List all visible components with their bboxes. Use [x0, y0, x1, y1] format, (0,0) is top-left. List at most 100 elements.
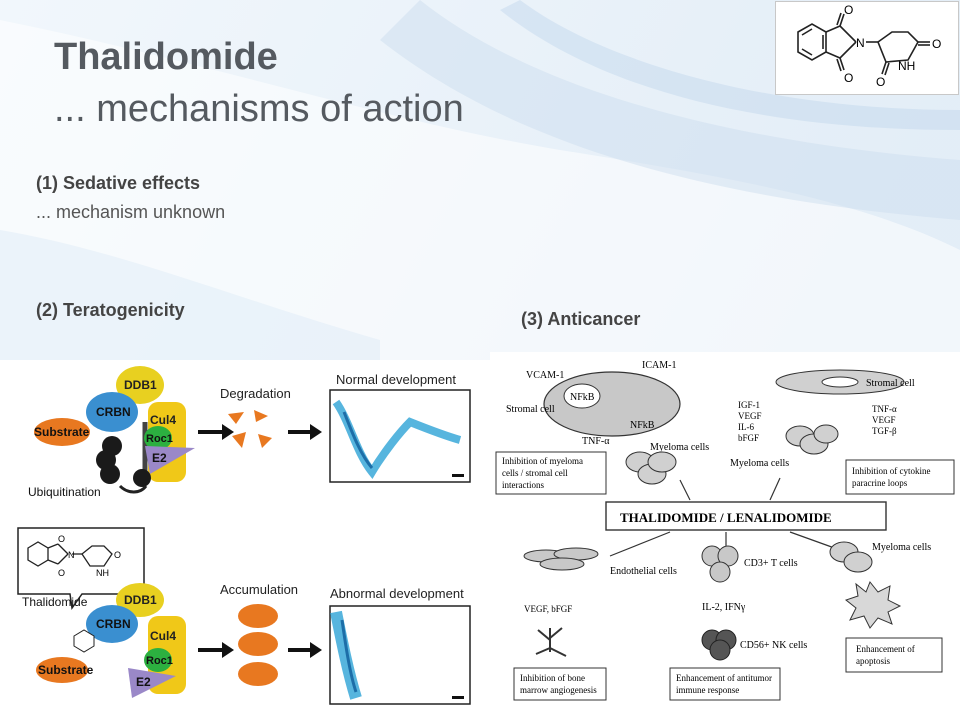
icam-label: ICAM-1 [642, 360, 676, 371]
callout-o2: O [58, 568, 65, 578]
thalidomide-label: Thalidomide [22, 595, 88, 609]
box-inhibition-myeloma-line3: interactions [502, 480, 544, 490]
degraded-fragments [228, 410, 272, 448]
accumulation-label: Accumulation [220, 582, 298, 597]
top-ddb1-shape [116, 366, 164, 404]
vegf-bfgf-label: VEGF, bFGF [524, 604, 572, 614]
cd56-label: CD56+ NK cells [740, 640, 807, 651]
cytokines-right: TNF-α VEGF TGF-β [872, 404, 897, 436]
box-apoptosis-line1: Enhancement of [856, 644, 915, 654]
box-inhibition-cytokine [845, 459, 955, 495]
center-drug-label: THALIDOMIDE / LENALIDOMIDE [620, 510, 832, 525]
top-ddb1-label: DDB1 [124, 378, 157, 392]
mol-nh: NH [898, 59, 915, 73]
slide-subtitle: ... mechanisms of action [54, 88, 464, 130]
degradation-label: Degradation [220, 386, 291, 401]
myeloma-cells-c [829, 541, 873, 573]
cd3-t-cells [701, 545, 739, 583]
bottom-substrate-label: Substrate [38, 663, 94, 677]
endothelial-cells [523, 547, 599, 571]
top-e2-label: E2 [152, 451, 167, 465]
thalidomide-structure-panel: O O N O NH O [775, 1, 959, 95]
bottom-cul4-label: Cul4 [150, 629, 176, 643]
cytokines-left: IGF-1 VEGF IL-6 bFGF [738, 400, 762, 443]
teratogenicity-figure: DDB1 CRBN Cul4 Substrate Roc1 E2 Ubiquit… [0, 362, 478, 720]
callout-o1: O [58, 534, 65, 544]
endothelial-label: Endothelial cells [610, 566, 677, 577]
svg-text:VEGF: VEGF [738, 411, 762, 421]
nucleus [563, 383, 601, 409]
cd3-label: CD3+ T cells [744, 558, 798, 569]
myeloma-cells-c-label: Myeloma cells [872, 542, 931, 553]
top-crbn-label: CRBN [96, 405, 131, 419]
box-inhibition-cytokine-line2: paracrine loops [852, 478, 908, 488]
normal-development-label: Normal development [336, 372, 456, 387]
box-antitumor-line2: immune response [676, 685, 739, 695]
top-roc1-label: Roc1 [146, 433, 173, 445]
apoptotic-cells-icon [844, 581, 902, 629]
box-apoptosis [845, 637, 943, 673]
vessel-icon [535, 627, 567, 657]
box-inhibition-myeloma-line1: Inhibition of myeloma [502, 456, 583, 466]
top-substrate-shape [34, 418, 90, 446]
ubiquitination-label: Ubiquitination [28, 485, 101, 499]
il2-label: IL-2, IFNγ [702, 602, 746, 613]
stromal-left-label: Stromal cell [506, 404, 555, 415]
tnfa-left-label: TNF-α [582, 436, 610, 447]
thalidomide-structure-icon: O O N O NH O [797, 3, 941, 89]
myeloma-cells-a [625, 451, 677, 485]
mol-n: N [856, 36, 865, 50]
svg-text:IL-6: IL-6 [738, 422, 754, 432]
nfkb-label-1: NFkB [570, 392, 595, 403]
box-bone-line1: Inhibition of bone [520, 673, 585, 683]
stromal-cell-left [543, 371, 681, 437]
vcam-label: VCAM-1 [526, 370, 564, 381]
bottom-crbn-label: CRBN [96, 617, 131, 631]
bottom-e2-label: E2 [136, 675, 151, 689]
box-bone-line2: marrow angiogenesis [520, 685, 597, 695]
top-substrate-label: Substrate [34, 425, 90, 439]
box-antitumor [669, 667, 781, 701]
mol-o-bottom: O [844, 71, 853, 85]
anticancer-figure: NFkB NFkB VCAM-1 ICAM-1 Stromal cell TNF… [490, 352, 960, 720]
box-inhibition-myeloma [495, 451, 607, 495]
svg-text:TNF-α: TNF-α [872, 404, 897, 414]
top-complex: DDB1 CRBN Cul4 Substrate Roc1 E2 Ubiquit… [28, 366, 195, 499]
top-crbn-shape [86, 392, 138, 432]
box-apoptosis-line2: apoptosis [856, 656, 890, 666]
callout-n: N [68, 550, 75, 560]
svg-text:bFGF: bFGF [738, 433, 759, 443]
anticancer-heading: (3) Anticancer [521, 309, 641, 329]
svg-text:TGF-β: TGF-β [872, 426, 897, 436]
sedative-heading: (1) Sedative effects [36, 173, 201, 193]
myeloma-cells-b-label: Myeloma cells [730, 458, 789, 469]
bottom-roc1-label: Roc1 [146, 655, 173, 667]
top-e2-shape [145, 446, 195, 474]
top-cul4-label: Cul4 [150, 413, 176, 427]
teratogenicity-heading: (2) Teratogenicity [36, 300, 185, 320]
center-drug-box [605, 501, 887, 531]
stromal-right-label: Stromal cell [866, 378, 915, 389]
callout-o3: O [114, 550, 121, 560]
sedative-note: ... mechanism unknown [36, 202, 226, 222]
bottom-complex: DDB1 CRBN Cul4 Substrate Roc1 E2 [36, 583, 186, 698]
mol-o-right: O [932, 37, 941, 51]
mol-o-lower: O [876, 75, 885, 89]
bottom-ddb1-label: DDB1 [124, 593, 157, 607]
slide-title: Thalidomide [54, 36, 278, 78]
mol-o-top: O [844, 3, 853, 17]
svg-text:IGF-1: IGF-1 [738, 400, 760, 410]
box-antitumor-line1: Enhancement of antitumor [676, 673, 772, 683]
svg-text:VEGF: VEGF [872, 415, 896, 425]
callout-nh: NH [96, 568, 109, 578]
nk-cells [701, 629, 737, 661]
myeloma-cells-a-label: Myeloma cells [650, 442, 709, 453]
accumulated-substrates [238, 604, 278, 686]
top-roc1-shape [144, 426, 172, 450]
myeloma-cells-b [785, 424, 839, 455]
abnormal-development-label: Abnormal development [330, 586, 464, 601]
nfkb-label-2: NFkB [630, 420, 655, 431]
box-bone-marrow [513, 667, 607, 701]
box-inhibition-cytokine-line1: Inhibition of cytokine [852, 466, 931, 476]
box-inhibition-myeloma-line2: cells / stromal cell [502, 468, 568, 478]
